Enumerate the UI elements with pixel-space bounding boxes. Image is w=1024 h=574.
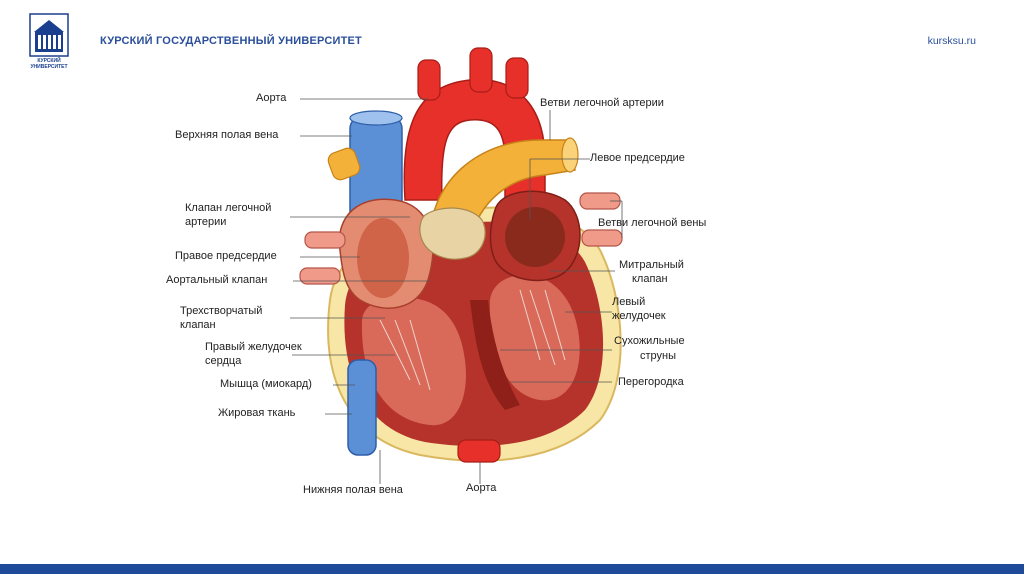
label-myocardium: Мышца (миокард) xyxy=(220,378,312,391)
footer-bar xyxy=(0,564,1024,574)
label-chordae-1: Сухожильные xyxy=(614,335,685,348)
label-mitral-2: клапан xyxy=(632,273,668,286)
inferior-vena-cava xyxy=(348,360,376,455)
label-mitral-1: Митральный xyxy=(619,259,684,272)
label-tricuspid-1: Трехстворчатый xyxy=(180,305,262,318)
label-pulmonary-valve-2: артерии xyxy=(185,216,226,229)
label-aorta-top: Аорта xyxy=(256,92,286,105)
label-right-ventricle-2: сердца xyxy=(205,355,241,368)
label-pulmonary-vein-branches: Ветви легочной вены xyxy=(598,217,706,230)
label-left-atrium: Левое предсердие xyxy=(590,152,685,165)
aorta-branch-3 xyxy=(506,58,528,98)
label-pulmonary-artery-branches: Ветви легочной артерии xyxy=(540,97,664,110)
label-septum: Перегородка xyxy=(618,376,684,389)
label-tricuspid-2: клапан xyxy=(180,319,216,332)
label-aortic-valve: Аортальный клапан xyxy=(166,274,267,287)
left-atrium-cavity xyxy=(505,207,565,267)
right-atrium-cavity xyxy=(357,218,409,298)
label-aorta-bottom: Аорта xyxy=(466,482,496,495)
svc-opening xyxy=(350,111,402,125)
descending-aorta xyxy=(458,440,500,462)
label-left-ventricle-2: желудочек xyxy=(612,310,666,323)
label-left-ventricle-1: Левый xyxy=(612,296,645,309)
pulmonary-opening xyxy=(562,138,578,172)
label-superior-vena-cava: Верхняя полая вена xyxy=(175,129,278,142)
label-right-ventricle-1: Правый желудочек xyxy=(205,341,302,354)
pulmonary-vein-left-1 xyxy=(305,232,345,248)
label-fat-tissue: Жировая ткань xyxy=(218,407,295,420)
label-inferior-vena-cava: Нижняя полая вена xyxy=(303,484,403,497)
pulmonary-vein-left-2 xyxy=(300,268,340,284)
label-right-atrium: Правое предсердие xyxy=(175,250,277,263)
aorta-branch-2 xyxy=(470,48,492,92)
aorta-branch-1 xyxy=(418,60,440,100)
pulmonary-vein-2 xyxy=(582,230,622,246)
label-chordae-2: струны xyxy=(640,350,676,363)
label-pulmonary-valve-1: Клапан легочной xyxy=(185,202,271,215)
